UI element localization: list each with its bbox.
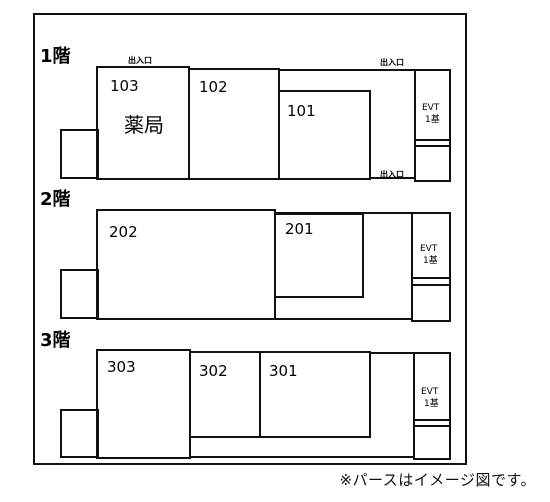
elevator-2-label: EVT: [420, 244, 438, 254]
elevator-3-count: 1基: [424, 397, 439, 409]
floor-1-annex: [60, 129, 99, 179]
image-disclaimer-caption: ※パースはイメージ図です。: [339, 471, 536, 489]
elevator-3-label: EVT: [421, 387, 439, 397]
entrance-label-right: 出入口: [380, 57, 404, 67]
unit-201-number: 201: [285, 220, 314, 238]
floor-2-plan: [60, 209, 451, 322]
outer-frame: [33, 13, 467, 465]
unit-101-room: [278, 90, 371, 180]
unit-202-number: 202: [109, 223, 138, 241]
floor-3-plan: [60, 349, 451, 460]
unit-301-room: [259, 351, 371, 438]
floor-1-plan: [60, 66, 451, 182]
entrance-label-bottom: 出入口: [380, 169, 404, 179]
floor-1-label: 1階: [40, 46, 71, 67]
elevator-1-count: 1基: [425, 113, 440, 125]
floor-2-annex: [60, 269, 99, 319]
unit-303-number: 303: [107, 358, 136, 376]
entrance-label-left: 出入口: [128, 55, 152, 65]
elevator-shaft-1: [414, 69, 451, 182]
elevator-1-label: EVT: [422, 103, 440, 113]
floor-2-label: 2階: [40, 189, 71, 210]
floor-3-annex: [60, 409, 99, 458]
elevator-2-count: 1基: [423, 254, 438, 266]
unit-102-number: 102: [199, 78, 228, 96]
floor-3-label: 3階: [40, 330, 71, 351]
unit-302-number: 302: [199, 362, 228, 380]
unit-301-number: 301: [269, 362, 298, 380]
unit-101-number: 101: [287, 102, 316, 120]
elevator-shaft-3: [413, 352, 451, 460]
unit-103-pharmacy-label: 薬局: [124, 113, 164, 137]
unit-103-number: 103: [110, 77, 139, 95]
elevator-shaft-2: [411, 212, 451, 322]
